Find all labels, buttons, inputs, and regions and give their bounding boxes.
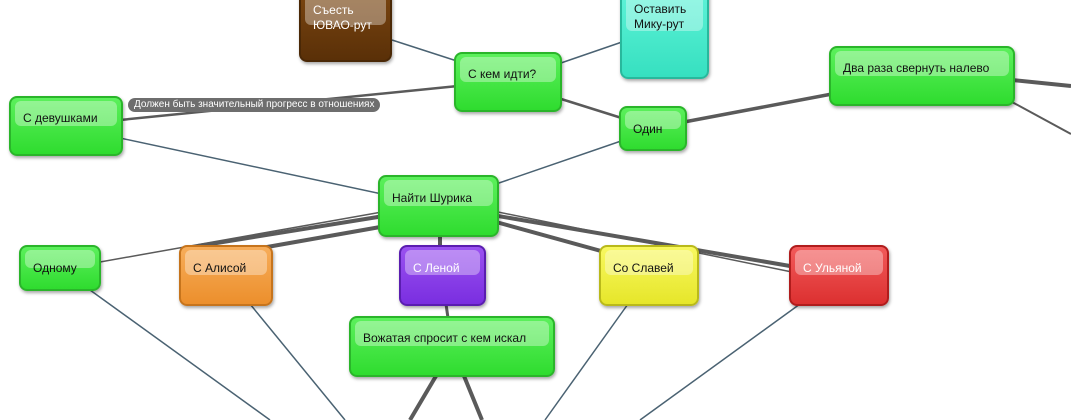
node-leave-miku-label: Оставить Мику-рут bbox=[634, 2, 687, 31]
edge-alone-shurik bbox=[495, 139, 625, 185]
edge-shurik-slavya bbox=[495, 220, 613, 256]
node-with-whom[interactable]: С кем идти? bbox=[454, 52, 562, 112]
edge-shurik-ulyana-thin bbox=[497, 211, 793, 273]
node-with-alisa[interactable]: С Алисой bbox=[179, 245, 273, 306]
node-find-shurik-label: Найти Шурика bbox=[392, 191, 473, 205]
edge-miku-with-whom bbox=[557, 41, 623, 65]
edge-byself-down bbox=[89, 289, 271, 420]
node-with-girls[interactable]: С девушками bbox=[9, 96, 123, 156]
edge-alone-turn-left bbox=[683, 92, 833, 124]
node-with-alisa-label: С Алисой bbox=[193, 261, 247, 275]
edge-shurik-alisa bbox=[197, 214, 385, 248]
edge-counselor-down-1 bbox=[408, 374, 438, 420]
edge-lena-counselor bbox=[444, 303, 450, 319]
node-counselor-label: Вожатая спросит с кем искал bbox=[363, 331, 527, 345]
node-find-shurik[interactable]: Найти Шурика bbox=[378, 175, 499, 237]
node-with-whom-label: С кем идти? bbox=[468, 67, 537, 81]
node-with-slavya-label: Со Славей bbox=[613, 261, 674, 275]
node-alone[interactable]: Один bbox=[619, 106, 687, 151]
node-turn-left[interactable]: Два раза свернуть налево bbox=[829, 46, 1015, 106]
node-with-slavya[interactable]: Со Славей bbox=[599, 245, 699, 306]
node-alone-label: Один bbox=[633, 121, 663, 136]
node-with-girls-label: С девушками bbox=[23, 111, 98, 125]
edge-girls-shurik bbox=[119, 137, 383, 195]
node-with-lena[interactable]: С Леной bbox=[399, 245, 486, 306]
node-turn-left-label: Два раза свернуть налево bbox=[843, 61, 990, 75]
edge-shurik-alisa-2 bbox=[249, 224, 387, 252]
edge-counselor-down-2 bbox=[462, 375, 484, 420]
node-with-ulyana[interactable]: С Ульяной bbox=[789, 245, 889, 306]
edge-alisa-down bbox=[249, 303, 346, 420]
node-by-self-label: Одному bbox=[33, 261, 77, 275]
node-with-ulyana-label: С Ульяной bbox=[803, 261, 862, 275]
edge-shurik-byself bbox=[99, 211, 383, 263]
node-counselor[interactable]: Вожатая спросит с кем искал bbox=[349, 316, 555, 377]
edge-slavya-down bbox=[544, 303, 629, 420]
edge-with-whom-alone bbox=[557, 96, 629, 122]
edge-label-girls-condition: Должен быть значительный прогресс в отно… bbox=[128, 98, 381, 112]
node-eat-yuvao[interactable]: Съесть ЮВАО-рут bbox=[299, 0, 392, 62]
edge-turn-left-down bbox=[1011, 101, 1071, 135]
node-with-lena-label: С Леной bbox=[413, 261, 460, 275]
edge-yuvao-with-whom bbox=[391, 39, 461, 63]
node-eat-yuvao-label: Съесть ЮВАО-рут bbox=[313, 3, 372, 32]
edge-ulyana-down bbox=[639, 303, 801, 420]
node-by-self[interactable]: Одному bbox=[19, 245, 101, 291]
node-leave-miku[interactable]: Оставить Мику-рут bbox=[620, 0, 709, 79]
edge-turn-left-offscreen bbox=[1011, 78, 1071, 88]
edge-shurik-ulyana bbox=[497, 214, 791, 268]
